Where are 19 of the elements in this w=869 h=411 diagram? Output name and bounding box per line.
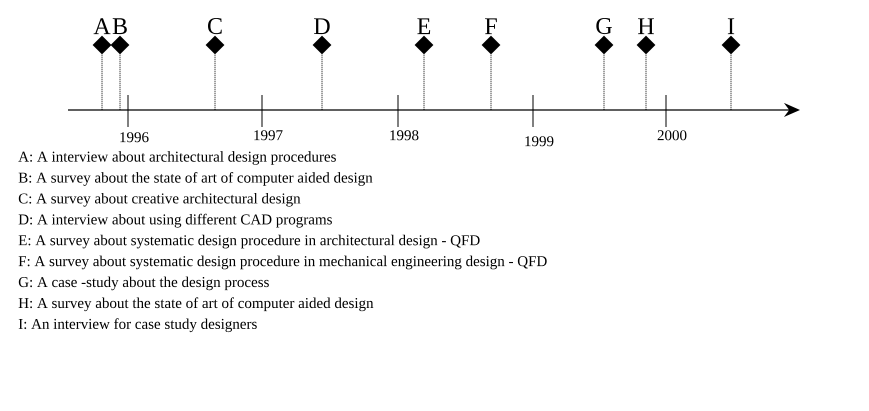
- leader-line: [730, 54, 732, 110]
- year-label: 1997: [254, 130, 283, 140]
- legend-item: C: A survey about creative architectural design: [18, 192, 300, 207]
- legend-item: D: A interview about using different CAD programs: [18, 214, 332, 228]
- leader-line: [490, 54, 492, 110]
- legend-item: H: A survey about the state of art of computer aided design: [18, 297, 374, 312]
- legend-item: G: A case -study about the design process: [18, 276, 269, 290]
- legend-item: F: A survey about systematic design procedure in mechanical engineering design - QFD: [18, 256, 547, 270]
- legend-item: I: An interview for case study designers: [18, 318, 257, 332]
- leader-line: [120, 54, 121, 110]
- leader-line: [214, 54, 216, 110]
- legend-item: A: A interview about architectural design procedures: [18, 151, 336, 165]
- legend-item: E: A survey about systematic design procedure in architectural design - QFD: [18, 234, 480, 248]
- year-label: 1999: [525, 136, 554, 146]
- legend-item: B: A survey about the state of art of computer aided design: [18, 172, 372, 186]
- leader-line: [102, 54, 103, 110]
- year-label: 2000: [658, 130, 686, 140]
- year-label: 1996: [120, 132, 149, 142]
- year-label: 1998: [390, 130, 418, 140]
